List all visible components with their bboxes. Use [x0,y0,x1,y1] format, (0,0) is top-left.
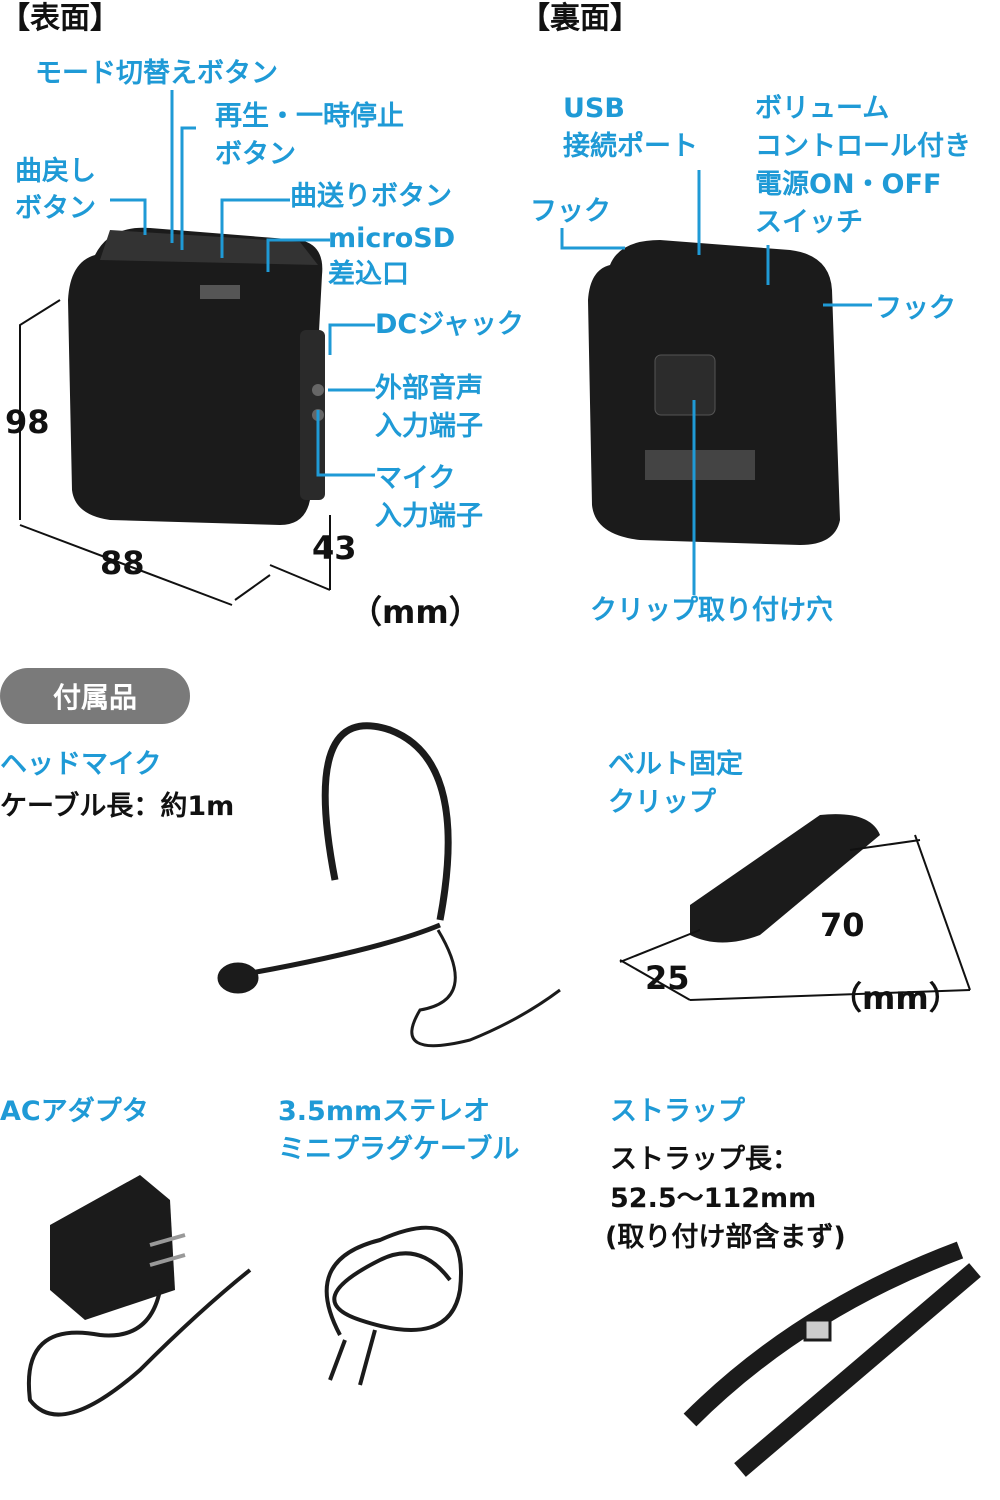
strap-name: ストラップ [610,1096,745,1127]
label-microsd-2: 差込口 [328,259,409,290]
front-leader-lines [110,90,375,477]
label-ext-input-2: 入力端子 [375,411,483,442]
dim-unit: （mm） [350,593,481,631]
clip-name-2: クリップ [608,787,716,818]
label-mic-input-1: マイク [375,463,456,494]
label-microsd-1: microSD [328,223,456,254]
accessories-badge: 付属品 [0,668,190,724]
strap-spec-3: (取り付け部含まず) [605,1222,846,1253]
label-volume-4: スイッチ [755,207,863,238]
front-title: 【表面】 [0,1,120,36]
label-play-pause-1: 再生・一時停止 [215,101,404,132]
strap-spec-2: 52.5～112mm [610,1183,817,1214]
headmic-name: ヘッドマイク [0,749,162,780]
label-hook-right: フック [875,293,956,324]
belt-clip-image [619,814,971,1001]
back-title: 【裏面】 [520,1,640,36]
headmic-spec: ケーブル長：約1m [0,791,235,822]
strap-spec-1: ストラップ長： [610,1144,799,1175]
adapter-name: ACアダプタ [0,1096,149,1127]
stereo-cable-image [324,1225,463,1386]
label-clip-hole: クリップ取り付け穴 [590,595,833,626]
ac-adapter-image [26,1175,252,1417]
label-volume-3: 電源ON・OFF [755,169,942,200]
label-dc-jack: DCジャック [375,309,524,340]
clip-dim-width: 25 [645,959,690,997]
clip-name-1: ベルト固定 [608,749,743,780]
clip-dim-length: 70 [820,906,865,944]
back-leader-lines [560,170,872,595]
label-play-pause-2: ボタン [215,139,296,170]
label-next-button: 曲送りボタン [290,181,452,212]
dim-height: 98 [5,403,50,441]
dim-depth: 43 [312,529,357,567]
front-speaker-image [68,227,325,525]
label-volume-2: コントロール付き [755,131,971,162]
cable-name-2: ミニプラグケーブル [278,1134,520,1165]
strap-image [683,1241,981,1477]
front-dimension-lines [19,299,331,606]
label-hook-left: フック [530,196,611,227]
back-speaker-image [588,240,840,545]
label-usb-1: USB [563,93,625,124]
dim-width: 88 [100,544,145,582]
label-mode-button: モード切替えボタン [35,58,278,89]
label-mic-input-2: 入力端子 [375,501,483,532]
label-usb-2: 接続ポート [563,131,698,162]
label-volume-1: ボリューム [755,93,890,124]
cable-name-1: 3.5mmステレオ [278,1096,491,1127]
clip-dim-unit: （mm） [830,979,961,1017]
label-prev-2: ボタン [15,193,96,224]
label-ext-input-1: 外部音声 [375,373,483,404]
label-prev-1: 曲戻し [15,156,96,187]
headset-image [217,722,561,1048]
